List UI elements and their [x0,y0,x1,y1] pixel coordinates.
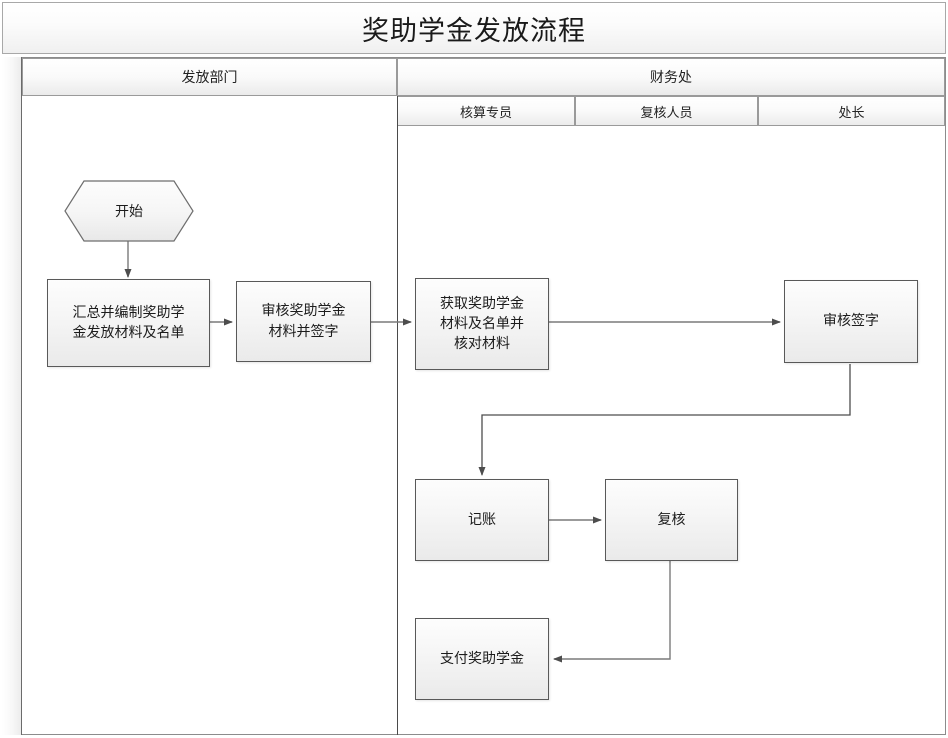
node-bookkeeping[interactable]: 记账 [415,479,549,561]
node-fetch-and-check[interactable]: 获取奖助学金 材料及名单并 核对材料 [415,278,549,370]
sublane-header-accountant: 核算专员 [397,96,575,126]
node-compile-materials[interactable]: 汇总并编制奖助学 金发放材料及名单 [47,279,210,367]
node-recheck[interactable]: 复核 [605,479,738,561]
node-fetch-and-check-label: 获取奖助学金 材料及名单并 核对材料 [440,295,524,353]
node-audit-sign-label: 审核签字 [823,313,879,330]
pool-spine [2,57,22,735]
sublane-header-reviewer: 复核人员 [575,96,758,126]
node-review-and-sign-label: 审核奖助学金 材料并签字 [261,303,346,340]
chart-title-bar: 奖助学金发放流程 [2,2,946,54]
node-start-label: 开始 [115,204,143,220]
node-recheck-label: 复核 [657,511,686,528]
sublane-header-director: 处长 [758,96,945,126]
node-pay-scholarship[interactable]: 支付奖助学金 [415,618,549,700]
node-review-and-sign[interactable]: 审核奖助学金 材料并签字 [236,281,371,362]
page-title: 奖助学金发放流程 [362,15,586,47]
lane-header-left: 发放部门 [22,58,397,96]
lane-divider [397,96,398,735]
node-compile-materials-label: 汇总并编制奖助学 金发放材料及名单 [72,304,185,341]
node-audit-sign[interactable]: 审核签字 [784,280,918,363]
lane-header-right: 财务处 [397,58,945,96]
node-start[interactable]: 开始 [64,180,194,242]
node-pay-scholarship-label: 支付奖助学金 [440,650,524,667]
node-bookkeeping-label: 记账 [468,511,496,528]
